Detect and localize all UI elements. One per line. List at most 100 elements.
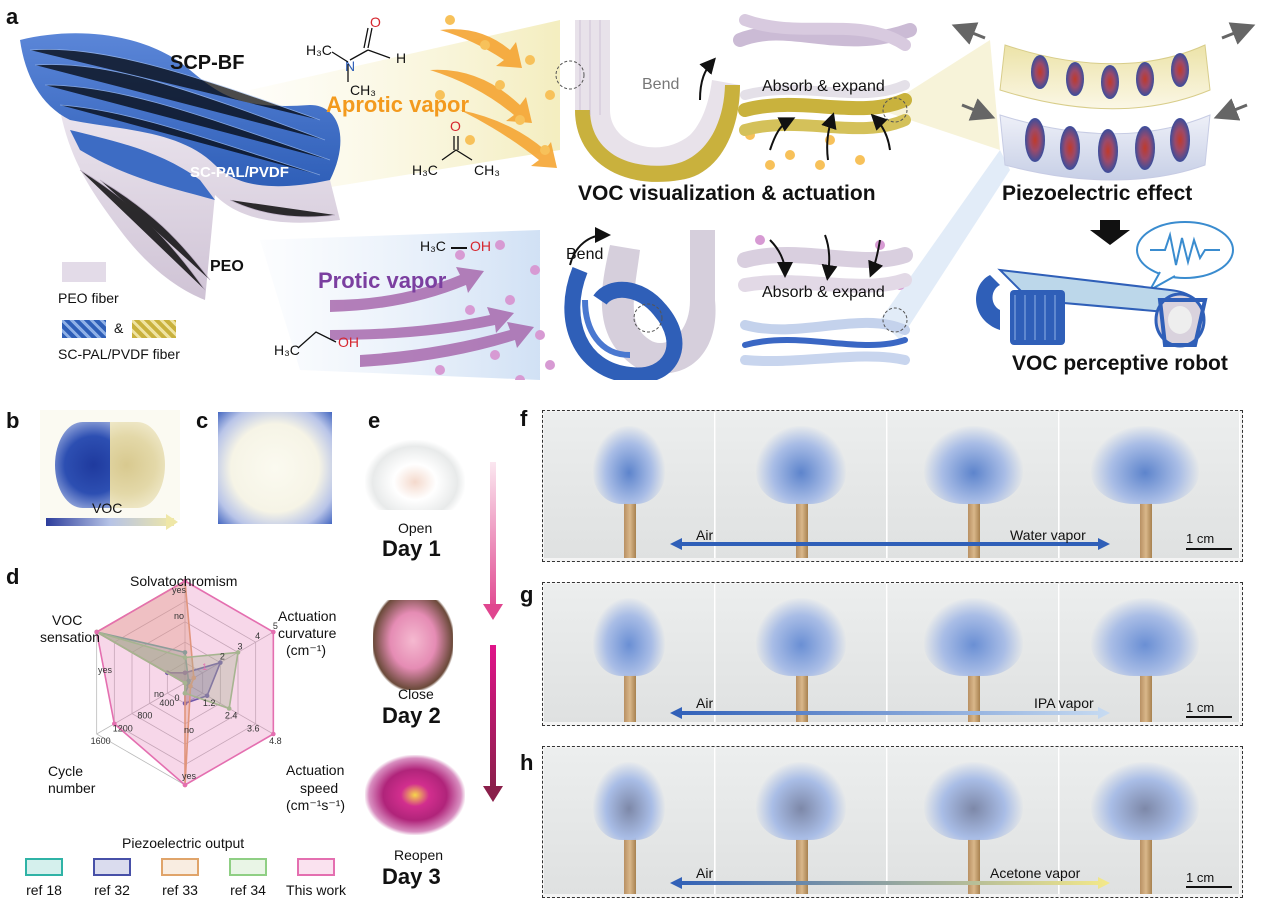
ethanol-h3c: H₃C (274, 342, 300, 358)
panel-h-scale: 1 cm (1186, 870, 1215, 885)
tick-curv-3: 3 (237, 641, 242, 651)
flower-stick (1140, 672, 1152, 722)
dmf-ch3: CH₃ (350, 82, 376, 98)
tick-cycle-800: 800 (137, 711, 152, 721)
legend-swatch (161, 858, 199, 876)
day2-label: Day 2 (382, 703, 441, 728)
radar-point (204, 693, 210, 699)
bend-label-bottom: Bend (566, 246, 604, 263)
legend-label: ref 18 (26, 882, 62, 898)
radar-point (191, 675, 197, 681)
dmf-h3c: H₃C (306, 42, 332, 58)
legend-peo-text: PEO fiber (58, 290, 119, 306)
protic-vapor-label: Protic vapor (318, 268, 447, 293)
flower-stick (796, 836, 808, 894)
tick-curv-4: 4 (255, 631, 260, 641)
radar-point (182, 690, 188, 696)
flower-photo (1060, 748, 1240, 894)
panel-h-arrow (670, 877, 1110, 889)
legend-item: ref 33 (148, 858, 212, 898)
axis-title-solvatochromism: Solvatochromism (130, 573, 238, 589)
panel-f-arrow (670, 538, 1110, 550)
bent-fiber-yellow (555, 20, 740, 182)
voc-perceptive-robot (976, 268, 1208, 348)
radar-point (218, 660, 223, 665)
axis-title-curvature-3: (cm⁻¹) (286, 642, 327, 658)
panel-h-vapor: Acetone vapor (990, 865, 1081, 881)
sc-pal-pvdf-label: SC-PAL/PVDF (190, 164, 289, 181)
methanol-h3c: H₃C (420, 238, 446, 254)
panel-label-f: f (520, 406, 528, 431)
legend-label: ref 34 (230, 882, 266, 898)
legend-label: This work (286, 882, 346, 898)
radar-point (188, 683, 193, 689)
radar-series-this-work (95, 580, 275, 786)
voc-visualization-title: VOC visualization & actuation (578, 182, 876, 205)
flower-stick (1140, 500, 1152, 558)
axis-title-voc-1: VOC (52, 612, 83, 628)
flower-photo (544, 584, 715, 722)
flower-photo (716, 584, 887, 722)
acetone-h3c: H₃C (412, 162, 438, 178)
flower-photo (716, 748, 887, 894)
tick-cycle-400: 400 (159, 698, 174, 708)
panel-f-vapor: Water vapor (1010, 527, 1086, 543)
tick-piezo-yes: yes (182, 771, 197, 781)
flower-photo (716, 412, 887, 558)
ethanol-oh: OH (338, 334, 359, 350)
timeline-arrow-head-2 (483, 786, 503, 802)
panel-f-scalebar (1186, 548, 1232, 550)
flower-stick (796, 672, 808, 722)
timeline-arrow-2 (490, 645, 496, 790)
panel-g-arrow (670, 707, 1110, 719)
tick-voc-yes: yes (98, 665, 113, 675)
radar-point (182, 782, 188, 788)
tick-cycle-1200: 1200 (113, 723, 133, 733)
radar-point (226, 706, 232, 711)
panel-f-air: Air (696, 527, 714, 543)
axis-title-speed-2: speed (300, 780, 339, 796)
scp-bf-label: SCP-BF (170, 52, 245, 74)
legend-item: ref 18 (12, 858, 76, 898)
panel-g-vapor: IPA vapor (1034, 695, 1094, 711)
flower-open-photo (365, 440, 465, 510)
legend-swatch (93, 858, 131, 876)
gradient-arrow-icon (166, 514, 178, 530)
flower-head (756, 598, 846, 676)
flower-photo (1060, 412, 1240, 558)
legend-blue-swatch (62, 320, 106, 338)
panel-g-scalebar (1186, 716, 1232, 718)
radar-axis-line (184, 631, 274, 684)
aprotic-dots (435, 15, 865, 170)
methanol-bond (451, 247, 467, 249)
flower-head (756, 762, 846, 840)
absorb-expand-blue (737, 234, 913, 367)
legend-swatch (297, 858, 335, 876)
radar-point (182, 670, 188, 676)
tick-curv-2: 2 (220, 652, 225, 662)
dmf-h: H (396, 50, 407, 66)
flower-head (923, 426, 1023, 504)
flower-stick (968, 672, 980, 722)
legend-yellow-swatch (132, 320, 176, 338)
dmf-bonds (331, 27, 391, 82)
flower-close-photo (373, 600, 453, 690)
flower-head (923, 762, 1023, 840)
flower-head (1091, 426, 1199, 504)
flower-head (1091, 762, 1199, 840)
tick-curv-1: 1 (202, 662, 207, 672)
radar-point (182, 578, 188, 584)
axis-title-cycle-1: Cycle (48, 763, 84, 779)
legend-amp: & (114, 320, 124, 336)
flower-photo (544, 748, 715, 894)
absorb-expand-label-top: Absorb & expand (762, 78, 885, 95)
bend-label-top: Bend (642, 76, 680, 93)
legend-label: ref 33 (162, 882, 198, 898)
panel-label-h: h (520, 750, 534, 775)
axis-title-piezo: Piezoelectric output (122, 835, 245, 851)
radar-point (182, 655, 188, 660)
protic-vapor-arrows (330, 267, 534, 367)
radar-point (182, 650, 188, 655)
axis-title-curvature-2: curvature (278, 625, 337, 641)
